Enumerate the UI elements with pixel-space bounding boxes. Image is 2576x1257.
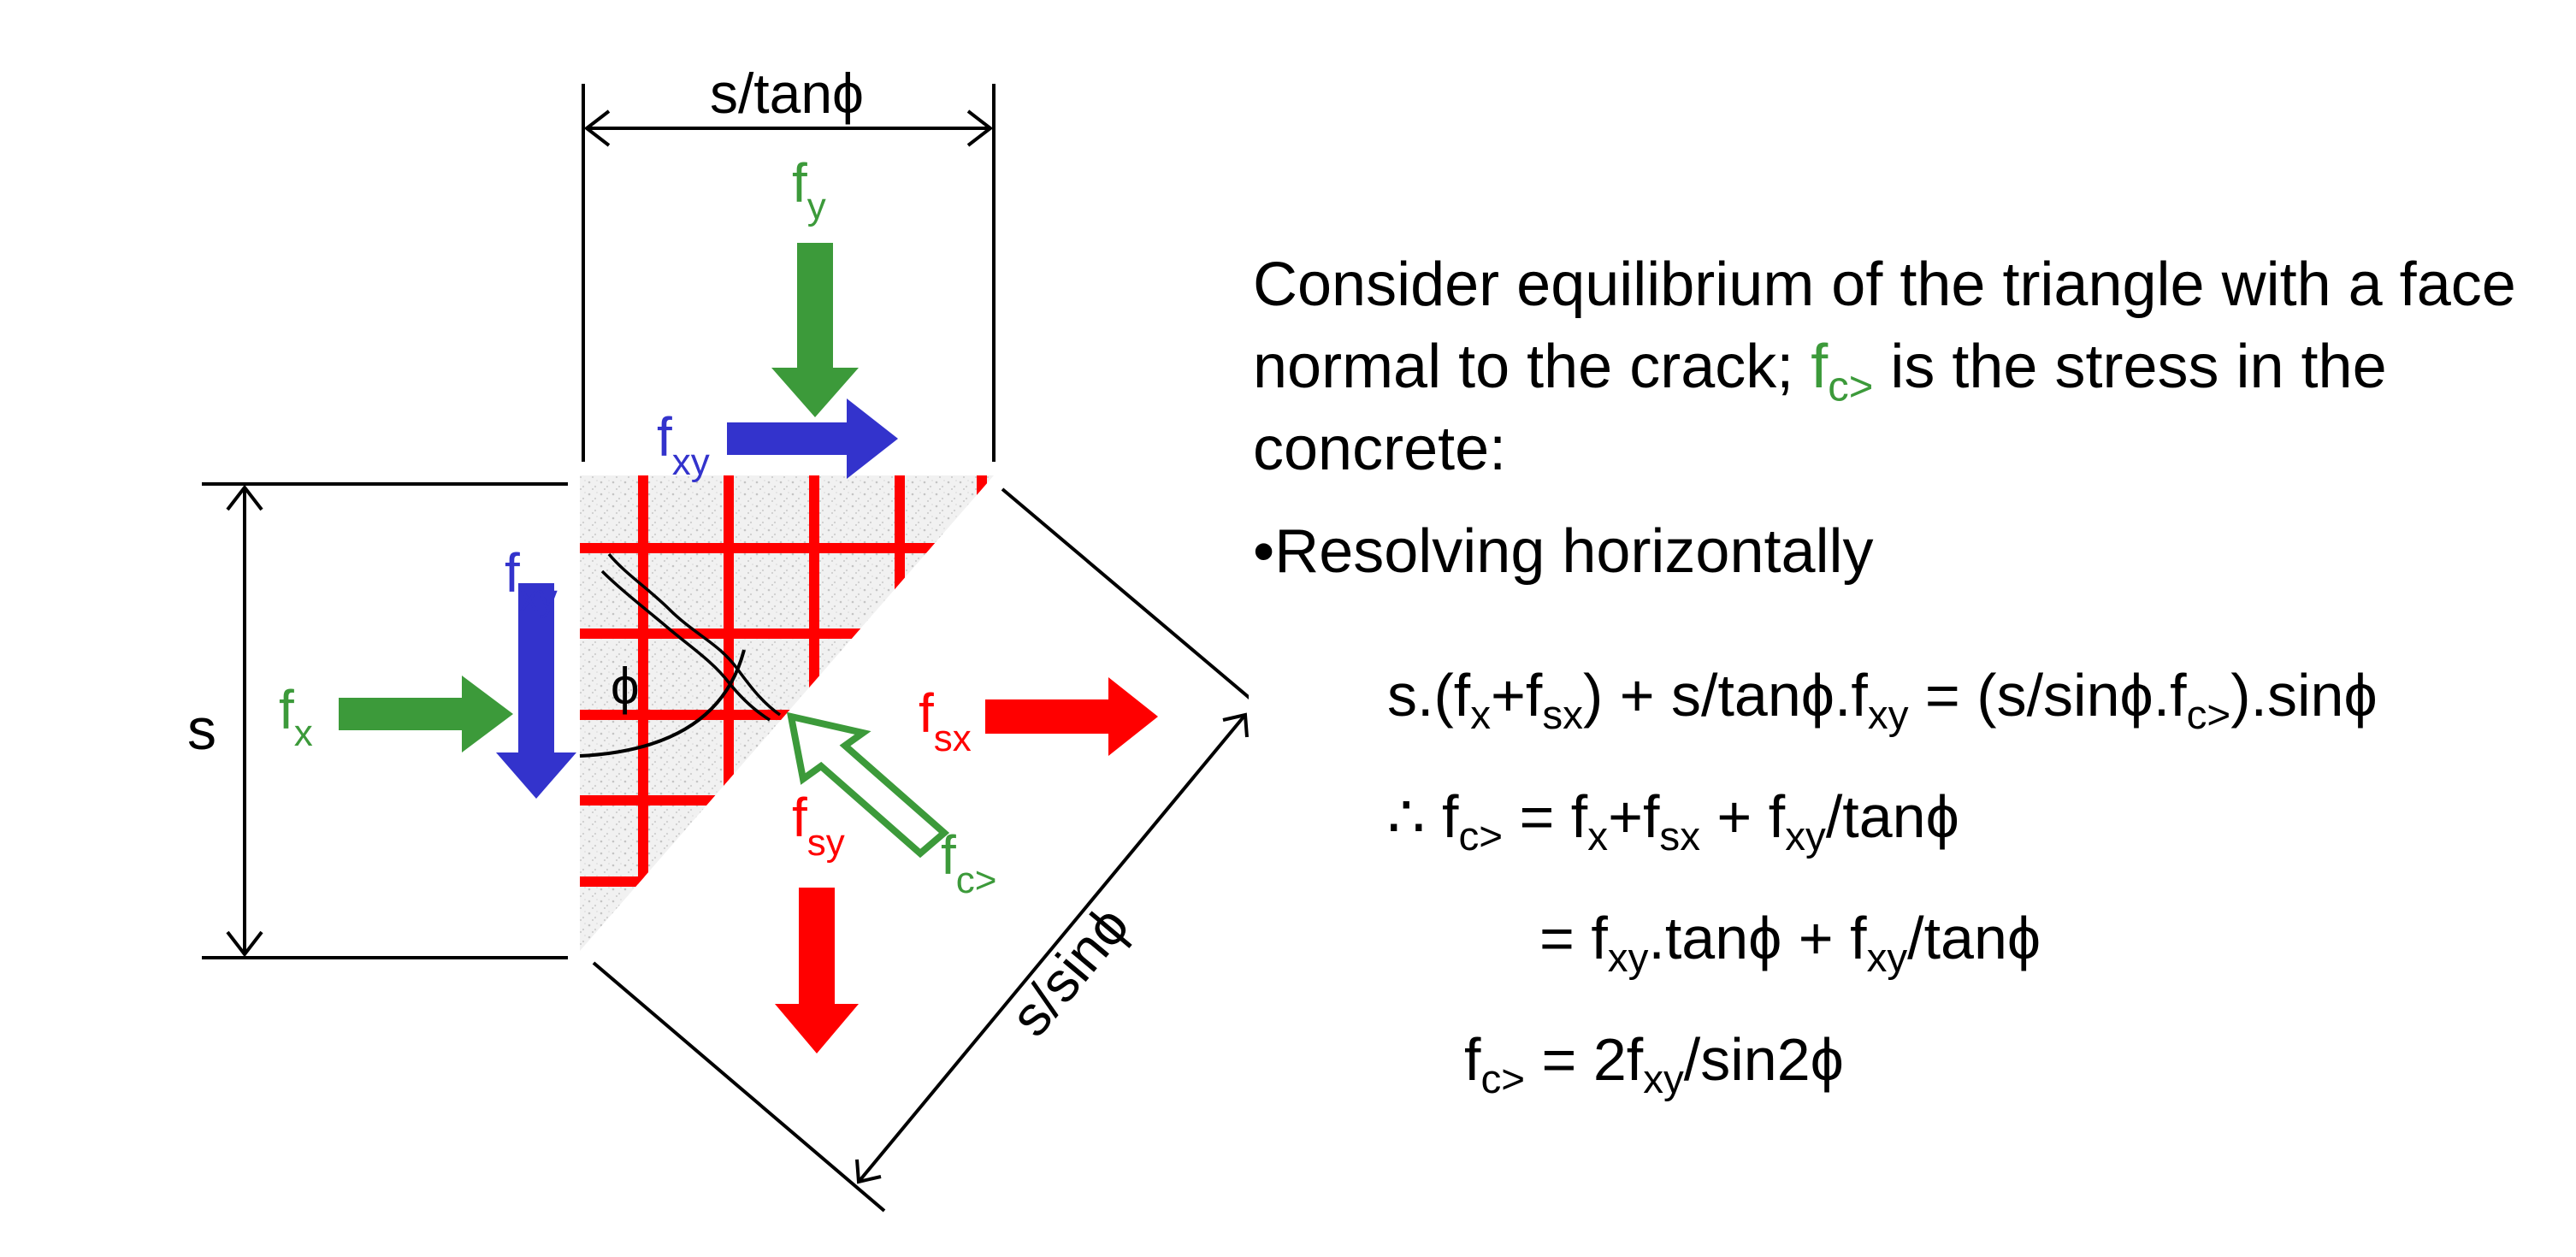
fsy-label: fsy: [792, 787, 845, 864]
explanation-text: Consider equilibrium of the triangle wit…: [1253, 244, 2561, 593]
fy-arrow: [771, 243, 859, 417]
angle-label: ϕ: [611, 658, 640, 715]
fy-label: fy: [792, 152, 826, 227]
dimension-top: [583, 109, 994, 147]
crack: [607, 552, 782, 717]
equation-4: fc> = 2fxy/sin2ϕ: [1464, 1026, 1844, 1103]
crack-edge: [600, 569, 771, 722]
angle-arc: [579, 649, 746, 758]
fxy-left-label: fxy: [505, 542, 558, 619]
fx-label: fx: [279, 679, 313, 754]
equation-3: = fxy.tanϕ + fxy/tanϕ: [1539, 905, 2041, 982]
dimension-left-label: s: [187, 697, 216, 762]
fx-arrow: [339, 676, 513, 752]
dimension-diagonal: [855, 712, 1249, 1184]
fc-label: fc>: [941, 824, 996, 901]
fsy-arrow: [775, 888, 859, 1053]
equilibrium-diagram: ϕ s/tanϕ s s/sinϕ fy fxy fxy fx fs: [187, 62, 1249, 1213]
intro-fc-symbol: fc>: [1811, 333, 1874, 410]
fxy-left-arrow: [496, 583, 576, 799]
fsx-arrow: [985, 677, 1158, 756]
equation-1: s.(fx+fsx) + s/tanϕ.fxy = (s/sinϕ.fc>).s…: [1387, 662, 2378, 739]
fsx-label: fsx: [919, 682, 972, 759]
dimension-diagonal-label: s/sinϕ: [998, 894, 1142, 1048]
dimension-top-label: s/tanϕ: [710, 62, 864, 125]
bullet-resolving: •Resolving horizontally: [1253, 517, 1874, 586]
fxy-top-label: fxy: [657, 406, 710, 483]
equation-2: ∴ fc> = fx+fsx + fxy/tanϕ: [1387, 783, 1959, 860]
fxy-top-arrow: [727, 398, 898, 479]
fc-arrow: [786, 711, 950, 859]
extension-lines: [202, 84, 1249, 1213]
dimension-left: [226, 484, 263, 958]
intro-paragraph: Consider equilibrium of the triangle wit…: [1253, 251, 2516, 483]
